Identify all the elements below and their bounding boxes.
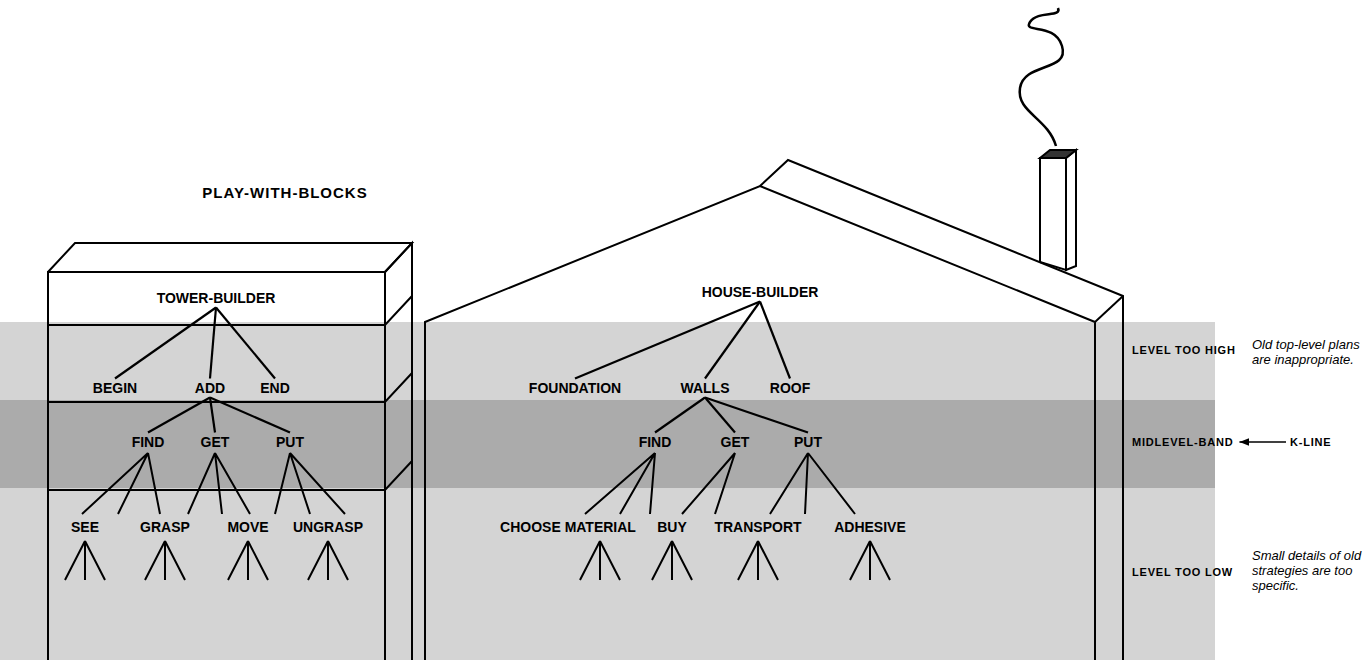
detail-fan [580,541,620,580]
smoke [1020,8,1063,146]
chimney-side [1066,150,1076,270]
detail-fan [652,541,692,580]
level-label: LEVEL TOO LOW [1132,566,1233,578]
plan-step: ROOF [768,379,812,398]
plan-step: ADHESIVE [832,518,908,537]
tree-branch [115,308,216,379]
branch-fan [682,453,735,514]
level-label: MIDLEVEL-BAND [1132,436,1233,448]
step-name: UNGRASP [293,519,363,536]
scene-title: PLAY-WITH-BLOCKS [202,184,367,201]
step-name: CHOOSE MATERIAL [500,519,636,536]
step-name: ADHESIVE [834,519,906,536]
chimney-front [1040,158,1066,270]
plan-step: GRASP [138,518,192,537]
step-name: ADD [195,380,225,397]
plan-step: FIND [637,433,674,452]
branch-fan [82,453,160,514]
branch-fan [188,453,250,514]
step-name: FOUNDATION [529,380,621,397]
outline-edge [48,243,412,272]
plan-step: UNGRASP [291,518,365,537]
outline-edge [1095,296,1123,322]
plan-step: PUT [274,433,306,452]
outline-edge [760,160,1123,660]
tree-branch [760,302,790,379]
outline-edge [48,272,385,660]
step-name: GET [201,434,230,451]
plan-step: END [258,379,292,398]
level-band [0,322,1215,660]
branch-fan [275,453,345,514]
chimney [1040,150,1076,270]
builder-title: TOWER-BUILDER [155,289,278,308]
tree-branch [705,302,760,379]
step-name: PUT [276,434,304,451]
outline-edge [48,461,412,490]
outline-edge [425,186,1095,660]
tree-branch [216,308,275,379]
tree-branch [655,398,705,433]
tower-block: TOWER-BUILDER BEGIN ADD END FIND GET PUT SEE GRA… [48,240,414,660]
detail-fan [228,541,268,580]
chimney-top [1040,150,1076,158]
side-note: Old top-level plans are inappropriate. [1252,337,1364,367]
tree-branch [575,302,760,379]
detail-fan [308,541,348,580]
house-outline [425,150,1125,660]
step-name: GRASP [140,519,190,536]
step-name: WALLS [681,380,730,397]
leader-arrow [1239,441,1286,443]
tree-branch [705,398,808,433]
step-name: SEE [71,519,99,536]
plan-step: TRANSPORT [712,518,803,537]
step-name: TRANSPORT [714,519,801,536]
plan-step: GET [199,433,232,452]
level-label: LEVEL TOO HIGH [1132,344,1236,356]
plan-step: MOVE [225,518,270,537]
side-note: Small details of old strategies are too … [1252,548,1364,593]
plan-step: ADD [193,379,227,398]
plan-step: GET [719,433,752,452]
plan-step: SEE [69,518,101,537]
plan-step: FIND [130,433,167,452]
step-name: GET [721,434,750,451]
branch-fan [585,453,655,514]
step-name: FIND [132,434,165,451]
plan-step: WALLS [679,379,732,398]
plan-step: PUT [792,433,824,452]
step-name: PUT [794,434,822,451]
kline-label: K-LINE [1290,436,1331,448]
plan-step: BEGIN [91,379,139,398]
plan-step: BUY [655,518,689,537]
branch-fan [770,453,855,514]
outline-edge [385,243,412,660]
house-block: HOUSE-BUILDER FOUNDATION WALLS ROOF FIND GET P… [425,150,1125,660]
step-name: BUY [657,519,687,536]
plan-step: FOUNDATION [527,379,623,398]
plan-step: CHOOSE MATERIAL [498,518,638,537]
detail-fan [850,541,890,580]
detail-fan [65,541,105,580]
builder-title: HOUSE-BUILDER [700,283,821,302]
step-name: ROOF [770,380,810,397]
outline-edge [48,373,412,402]
step-name: BEGIN [93,380,137,397]
step-name: MOVE [227,519,268,536]
tree-branch [210,308,216,379]
branch-fans [65,453,890,580]
detail-fan [738,541,778,580]
step-name: END [260,380,290,397]
detail-fan [145,541,185,580]
step-name: FIND [639,434,672,451]
